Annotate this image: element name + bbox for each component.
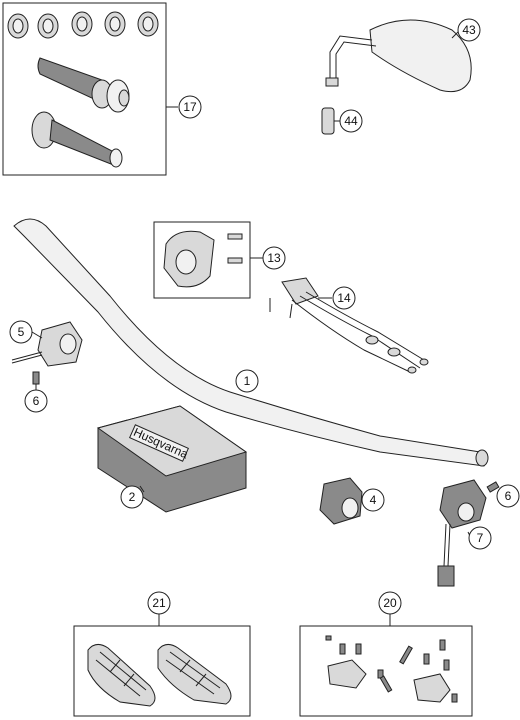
group-box-17 (2, 2, 167, 176)
callout-1 (235, 369, 259, 393)
mounting-kit-group-20: 20 (299, 591, 473, 717)
callout-1-label: 1 (244, 374, 251, 388)
mirror-adapter (321, 107, 335, 135)
callout-2-label: 2 (129, 490, 136, 504)
callout-7-label: 7 (477, 531, 484, 545)
callout-4 (361, 488, 385, 512)
callout-7 (468, 526, 492, 550)
callout-6-right (496, 484, 520, 508)
callout-44-label: 44 (344, 114, 358, 128)
group-box-13 (153, 221, 251, 299)
callout-43 (457, 18, 481, 42)
callout-14 (332, 286, 356, 310)
handlebar: 1 (13, 218, 489, 467)
callout-17-label: 17 (183, 100, 197, 114)
throttle-grip (37, 57, 130, 113)
callout-13 (262, 246, 286, 270)
handlebar-pad: Husqvarna 2 (96, 405, 248, 513)
callout-6-left (24, 389, 48, 413)
switch-5: 5 6 (9, 320, 83, 413)
mirror-group: 43 44 (321, 18, 481, 135)
throttle-housing-group-13: 13 (153, 221, 286, 299)
callout-17 (178, 95, 202, 119)
mirror-head (369, 19, 472, 93)
callout-5-label: 5 (18, 325, 25, 339)
mounting-brackets-and-screws (325, 635, 458, 703)
callout-4-label: 4 (370, 493, 377, 507)
callout-20-label: 20 (383, 596, 397, 610)
group-box-20 (299, 625, 473, 717)
group-box-21 (73, 625, 251, 717)
switch-4: 4 (319, 477, 385, 525)
hand-guard-group-21: 21 (73, 591, 251, 717)
switch-7: 7 6 (437, 479, 520, 587)
hand-guard-left (87, 644, 156, 707)
callout-14-label: 14 (337, 291, 351, 305)
hand-guard-right (157, 644, 232, 705)
callout-21-label: 21 (152, 596, 166, 610)
callout-44 (339, 109, 363, 133)
callout-6-left-label: 6 (33, 394, 40, 408)
clutch-side-grip (31, 111, 123, 168)
throttle-cam-rings (7, 11, 159, 39)
throttle-cables-14: 14 (269, 277, 429, 374)
callout-13-label: 13 (267, 251, 281, 265)
callout-5 (9, 320, 33, 344)
grip-group-17: 17 (2, 2, 202, 176)
callout-6-right-label: 6 (505, 489, 512, 503)
callout-2 (120, 485, 144, 509)
callout-43-label: 43 (462, 23, 476, 37)
